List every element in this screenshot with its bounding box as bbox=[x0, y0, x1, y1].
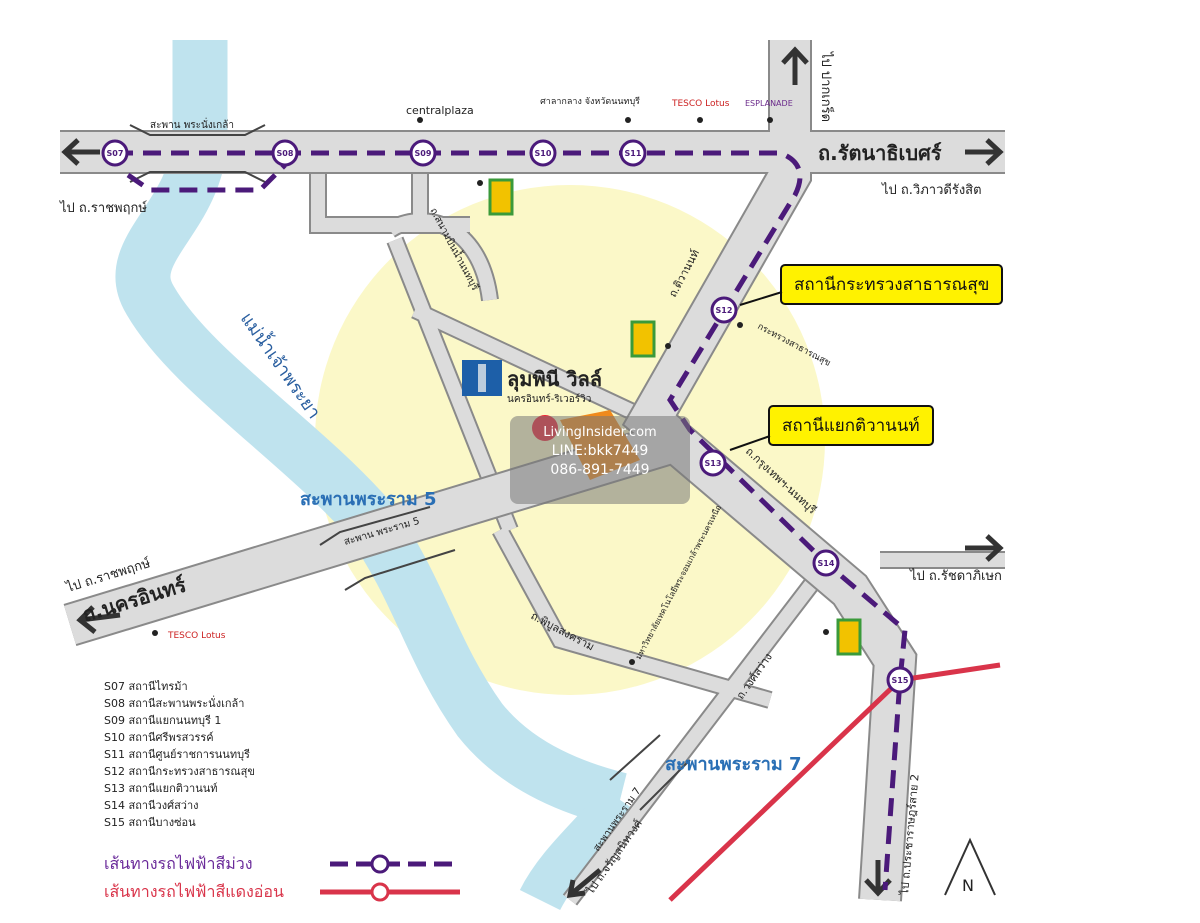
label-esplanade: ESPLANADE bbox=[745, 99, 793, 108]
station-s09: S09 bbox=[409, 139, 437, 167]
watermark-phone: 086-891-7449 bbox=[550, 462, 650, 478]
bridge-marks bbox=[129, 124, 691, 811]
legend-item: S13 สถานีแยกติวานนท์ bbox=[104, 782, 218, 795]
station-s15: S15 bbox=[886, 666, 914, 694]
station-label: S09 bbox=[415, 149, 432, 158]
label-bridge-phra-nang-klao: สะพาน พระนั่งเกล้า bbox=[150, 117, 234, 131]
station-circle bbox=[812, 549, 840, 577]
project-subtitle: นครอินทร์-ริเวอร์วิว bbox=[507, 393, 591, 405]
legend: S07 สถานีไทรม้า S08 สถานีสะพานพระนั่งเกล้… bbox=[104, 680, 255, 829]
label-to-ratchada: ไป ถ.รัชดาภิเษก bbox=[909, 568, 1002, 584]
label-tesco-top: TESCO Lotus bbox=[671, 99, 730, 109]
station-label: S08 bbox=[277, 149, 294, 158]
watermark-line: LINE:bkk7449 bbox=[551, 443, 649, 459]
station-label: S15 bbox=[892, 676, 909, 685]
callout-s12: สถานีกระทรวงสาธารณสุข bbox=[780, 264, 1004, 305]
watermark: LivingInsider.com LINE:bkk7449 086-891-7… bbox=[510, 416, 690, 504]
station-s12: S12 bbox=[710, 296, 738, 324]
watermark-brand: LivingInsider.com bbox=[543, 425, 657, 440]
label-to-wiphawadi: ไป ถ.วิภาวดีรังสิต bbox=[881, 182, 982, 198]
station-s11: S11 bbox=[619, 139, 647, 167]
station-circle bbox=[699, 449, 727, 477]
legend-item: S11 สถานีศูนย์ราชการนนทบุรี bbox=[104, 748, 250, 761]
label-rattanathibet: ถ.รัตนาธิเบศร์ bbox=[818, 141, 942, 165]
legend-item: S07 สถานีไทรม้า bbox=[104, 680, 188, 693]
station-label: S10 bbox=[535, 149, 552, 158]
legend-item: S12 สถานีกระทรวงสาธารณสุข bbox=[104, 765, 255, 778]
compass-label: N bbox=[962, 876, 974, 895]
station-s08: S08 bbox=[271, 139, 299, 167]
label-centralplaza: centralplaza bbox=[406, 104, 474, 117]
river-lower bbox=[519, 786, 639, 911]
direction-arrows bbox=[61, 46, 1004, 898]
label-city-hall: ศาลากลาง จังหวัดนนทบุรี bbox=[540, 96, 640, 107]
station-label: S13 bbox=[705, 459, 722, 468]
purple-line bbox=[115, 150, 908, 891]
callout-s13: สถานีแยกติวานนท์ bbox=[768, 405, 934, 446]
project-logo-tower bbox=[478, 364, 486, 392]
station-circle bbox=[529, 139, 557, 167]
legend-item: S14 สถานีวงศ์สว่าง bbox=[104, 799, 199, 812]
station-label: S07 bbox=[107, 149, 124, 158]
label-to-pak-kret: ไป ปากเกร็ด bbox=[818, 51, 836, 122]
label-to-ratchaphruek-top: ไป ถ.ราชพฤกษ์ bbox=[59, 200, 147, 216]
station-circle bbox=[619, 139, 647, 167]
station-s14: S14 bbox=[812, 549, 840, 577]
landmark-dots bbox=[152, 117, 829, 665]
label-bridge-rama7: สะพานพระราม 7 bbox=[665, 754, 802, 775]
legend-item: S09 สถานีแยกนนทบุรี 1 bbox=[104, 714, 221, 727]
chao-phraya-river bbox=[115, 40, 627, 827]
label-bridge-rama5: สะพานพระราม 5 bbox=[300, 489, 437, 510]
compass-icon: N bbox=[944, 837, 996, 896]
project-name: ลุมพินี วิลล์ bbox=[507, 367, 602, 392]
station-label: S11 bbox=[625, 149, 642, 158]
label-tesco-bottom: TESCO Lotus bbox=[167, 631, 226, 641]
station-circle bbox=[886, 666, 914, 694]
station-s10: S10 bbox=[529, 139, 557, 167]
legend-red-label: เส้นทางรถไฟฟ้าสีแดงอ่อน bbox=[104, 882, 284, 901]
legend-item: S10 สถานีศรีพรสวรรค์ bbox=[104, 731, 214, 744]
station-s13: S13 bbox=[699, 449, 727, 477]
legend-item: S15 สถานีบางซ่อน bbox=[104, 816, 196, 829]
legend-purple-label: เส้นทางรถไฟฟ้าสีม่วง bbox=[104, 854, 253, 873]
station-label: S14 bbox=[818, 559, 835, 568]
station-circle bbox=[409, 139, 437, 167]
station-circle bbox=[271, 139, 299, 167]
legend-item: S08 สถานีสะพานพระนั่งเกล้า bbox=[104, 695, 244, 710]
station-label: S12 bbox=[716, 306, 733, 315]
legend-symbols bbox=[320, 854, 460, 902]
bigc-icons bbox=[488, 178, 862, 656]
station-s07: S07 bbox=[101, 139, 129, 167]
station-circle bbox=[101, 139, 129, 167]
